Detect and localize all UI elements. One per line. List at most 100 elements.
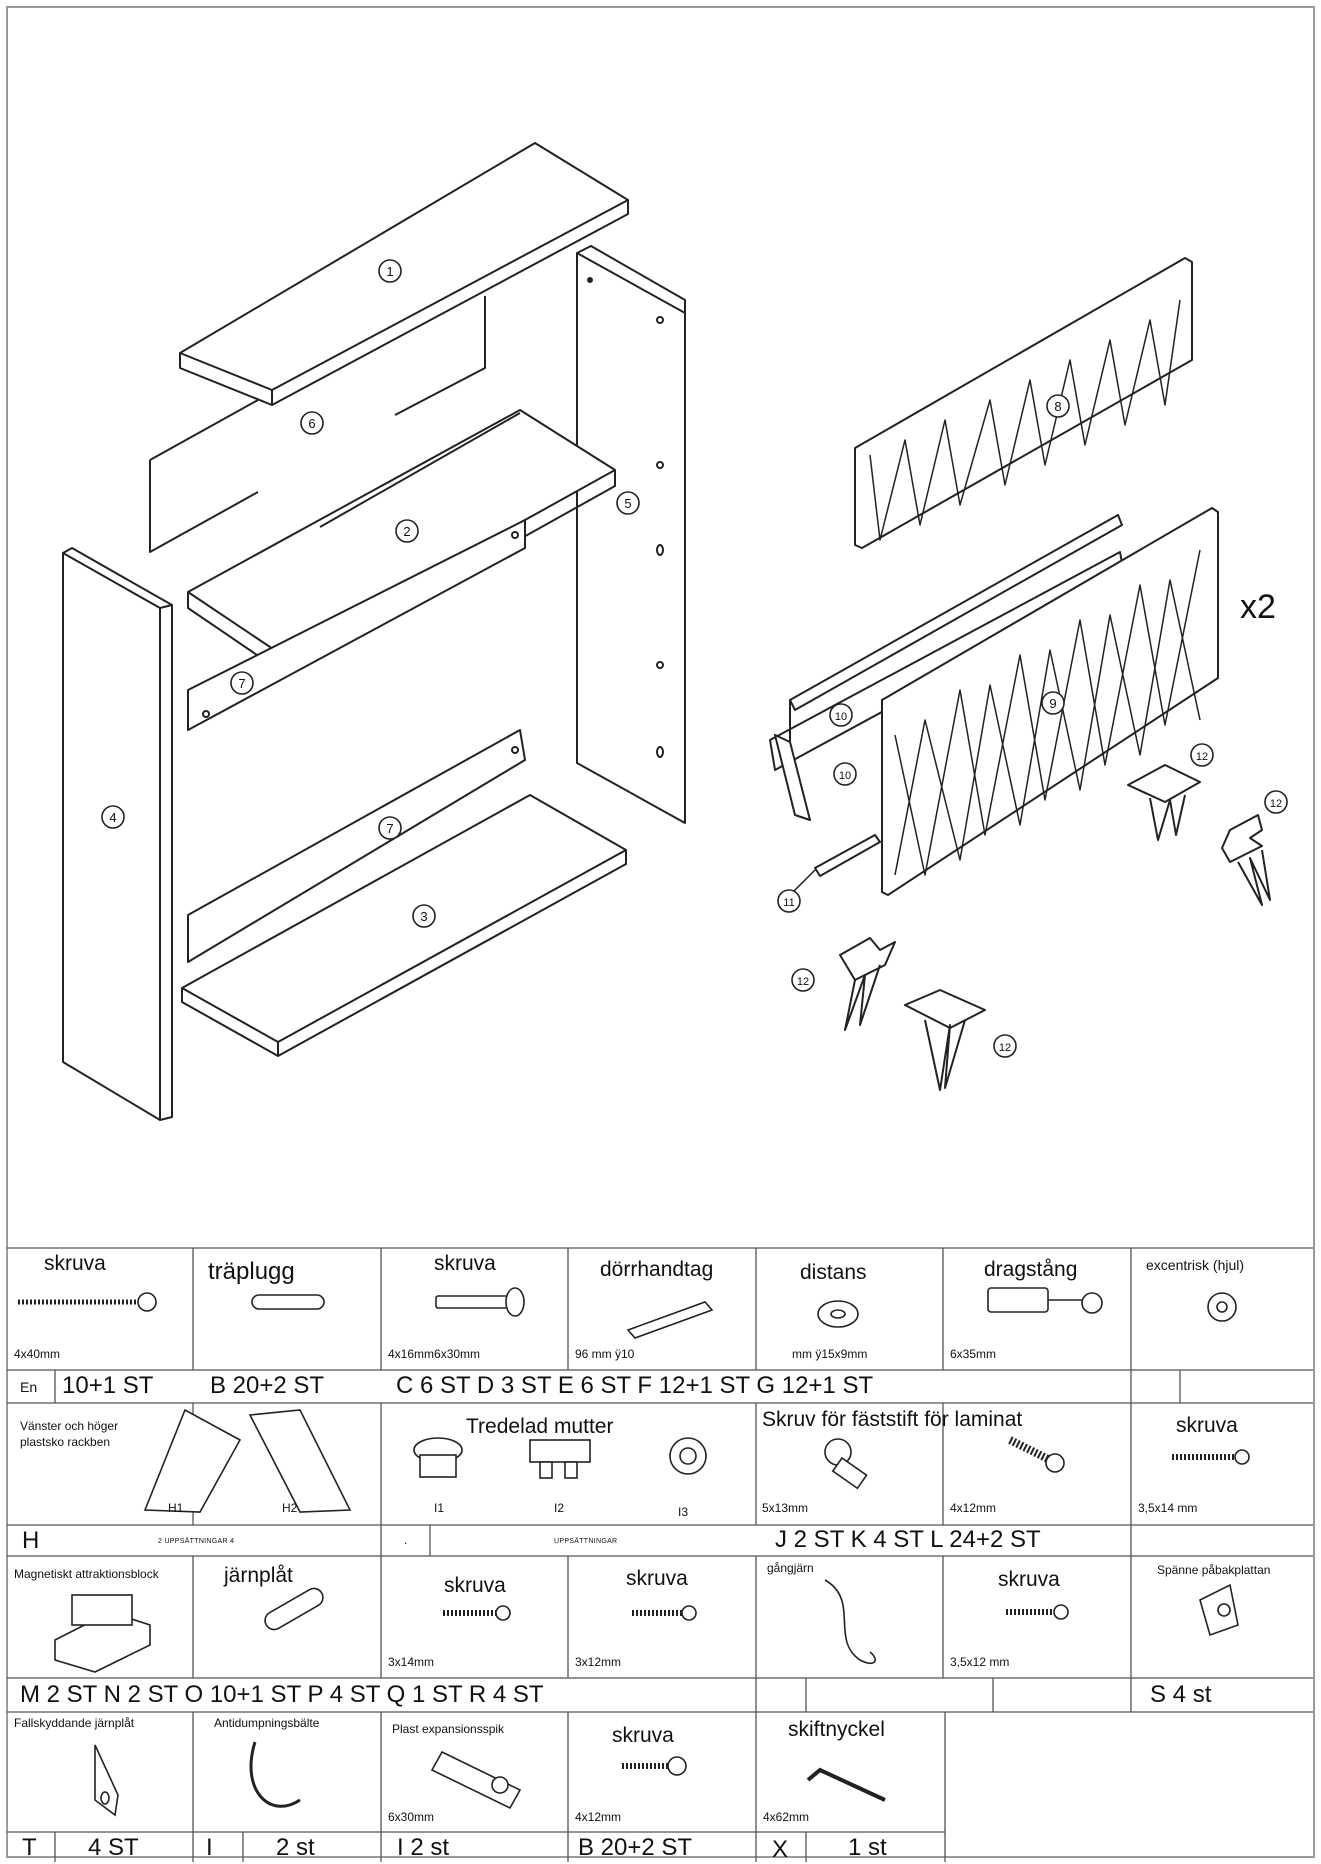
- u-qty: 2 st: [276, 1834, 315, 1861]
- multiplier-label: x2: [1240, 588, 1276, 626]
- svg-text:10: 10: [835, 711, 847, 723]
- skruva-a-label: skruva: [44, 1252, 106, 1275]
- v-qty: I 2 st: [397, 1834, 450, 1861]
- svg-text:12: 12: [1196, 751, 1208, 763]
- svg-text:12: 12: [1270, 798, 1282, 810]
- skruva-o-label: skruva: [444, 1574, 506, 1597]
- traplugg-label: träplugg: [208, 1258, 295, 1285]
- dragstang-dim: 6x35mm: [950, 1347, 997, 1361]
- bracket-h2-icon: [248, 1409, 352, 1513]
- bracket-h1-icon: [143, 1408, 242, 1513]
- part-6-back-panel: [149, 296, 486, 553]
- cam-bolt-icon: [987, 1287, 1103, 1314]
- dorrhandtag-dim: 96 mm ÿ10: [575, 1347, 635, 1361]
- o-dim: 3x14mm: [388, 1655, 435, 1669]
- t-qty: 4 ST: [88, 1834, 139, 1861]
- qty-c-g: C 6 ST D 3 ST E 6 ST F 12+1 ST G 12+1 ST: [396, 1372, 874, 1399]
- part-11-small-board: [789, 834, 881, 896]
- expansion-label: Plast expansionsspik: [392, 1722, 505, 1736]
- jarnplat-label: järnplåt: [224, 1564, 293, 1587]
- distans-dim: mm ÿ15x9mm: [792, 1347, 868, 1361]
- h-letter: H: [22, 1527, 40, 1554]
- r-dim: 3,5x12 mm: [950, 1655, 1010, 1669]
- w-qty: B 20+2 ST: [578, 1834, 693, 1861]
- j-dim: 5x13mm: [762, 1501, 809, 1515]
- screw-p-icon: [632, 1605, 697, 1621]
- svg-text:9: 9: [1049, 696, 1056, 711]
- svg-text:3: 3: [420, 909, 427, 924]
- svg-text:7: 7: [238, 676, 245, 691]
- nut-i3-icon: [669, 1437, 707, 1475]
- x-dim: 4x62mm: [763, 1810, 810, 1824]
- anchor-icon: [430, 1750, 522, 1810]
- qty-a: 10+1 ST: [62, 1372, 154, 1399]
- h-note: 2 UPPSÄTTNINGAR 4: [158, 1538, 235, 1545]
- iron-plate-icon: [264, 1587, 324, 1631]
- pin-j-icon: [824, 1438, 868, 1490]
- i3-label: I3: [678, 1505, 689, 1519]
- safety-plate-icon: [94, 1744, 119, 1817]
- svg-text:10: 10: [839, 770, 851, 782]
- part-5-right-panel: [576, 245, 686, 824]
- skruva-w-label: skruva: [612, 1724, 674, 1747]
- h2-label: H2: [282, 1501, 298, 1515]
- dorrhandtag-label: dörrhandtag: [600, 1258, 714, 1281]
- skiftnyckel-label: skiftnyckel: [788, 1718, 885, 1741]
- dowel-icon: [251, 1294, 325, 1310]
- l-dim: 3,5x14 mm: [1138, 1501, 1198, 1515]
- nut-i2-icon: [529, 1439, 591, 1479]
- excentrisk-label: excentrisk (hjul): [1146, 1257, 1245, 1273]
- part-12-leg-d: [904, 989, 986, 1091]
- h1-label: H1: [168, 1501, 184, 1515]
- part-8-upper-door: [854, 257, 1193, 549]
- screw-k-icon: [1008, 1436, 1065, 1473]
- t-letter: T: [22, 1834, 37, 1861]
- p-dim: 3x12mm: [575, 1655, 622, 1669]
- page-frame: [6, 6, 1315, 1858]
- part-7-upper-rail: [187, 519, 526, 731]
- svg-text:11: 11: [783, 897, 794, 909]
- svg-text:12: 12: [797, 976, 809, 988]
- screw-w-icon: [622, 1756, 687, 1776]
- skruva-c-label: skruva: [434, 1252, 496, 1275]
- svg-text:4: 4: [109, 810, 116, 825]
- svg-text:7: 7: [386, 821, 393, 836]
- part-7-lower-rail: [187, 729, 526, 963]
- spacer-icon: [817, 1300, 859, 1328]
- gangjarn-label: gångjärn: [767, 1561, 814, 1575]
- hex-key-icon: [806, 1767, 886, 1802]
- svg-text:6: 6: [308, 416, 315, 431]
- skruva-a-dim: 4x40mm: [14, 1347, 61, 1361]
- skruva-r-label: skruva: [998, 1568, 1060, 1591]
- parts-table-grid: [7, 1247, 1313, 1862]
- skruv-faststift-label: Skruv för fäststift för laminat: [762, 1408, 1023, 1431]
- distans-label: distans: [800, 1261, 867, 1284]
- svg-text:8: 8: [1054, 399, 1061, 414]
- rack-feet-label: Vänster och höger plastsko rackben: [20, 1419, 119, 1450]
- svg-text:2: 2: [403, 524, 410, 539]
- part-12-leg-c: [839, 937, 896, 1031]
- strap-icon: [249, 1741, 301, 1808]
- part-12-leg-a: [1127, 764, 1201, 841]
- hardware-icons: [18, 1287, 1250, 1817]
- svg-text:5: 5: [624, 496, 631, 511]
- x-letter: X: [772, 1836, 789, 1863]
- tredelad-label: Tredelad mutter: [466, 1415, 614, 1438]
- dot: .: [404, 1533, 408, 1547]
- nut-i1-icon: [413, 1437, 463, 1478]
- screw-r-icon: [1006, 1604, 1069, 1620]
- skruva-l-label: skruva: [1176, 1414, 1238, 1437]
- hinge-icon: [824, 1579, 876, 1665]
- w-dim: 4x12mm: [575, 1810, 622, 1824]
- magnet-icon: [54, 1594, 151, 1673]
- part-1-top-shelf: [179, 142, 629, 406]
- fallskydd-label: Fallskyddande järnplåt: [14, 1716, 135, 1730]
- svg-text:1: 1: [386, 264, 393, 279]
- screw-icon-a: [18, 1292, 157, 1312]
- qty-j-l: J 2 ST K 4 ST L 24+2 ST: [775, 1526, 1041, 1553]
- part-12-leg-b: [1221, 814, 1271, 906]
- v-dim: 6x30mm: [388, 1810, 435, 1824]
- screw-l-icon: [1172, 1449, 1250, 1465]
- k-dim: 4x12mm: [950, 1501, 997, 1515]
